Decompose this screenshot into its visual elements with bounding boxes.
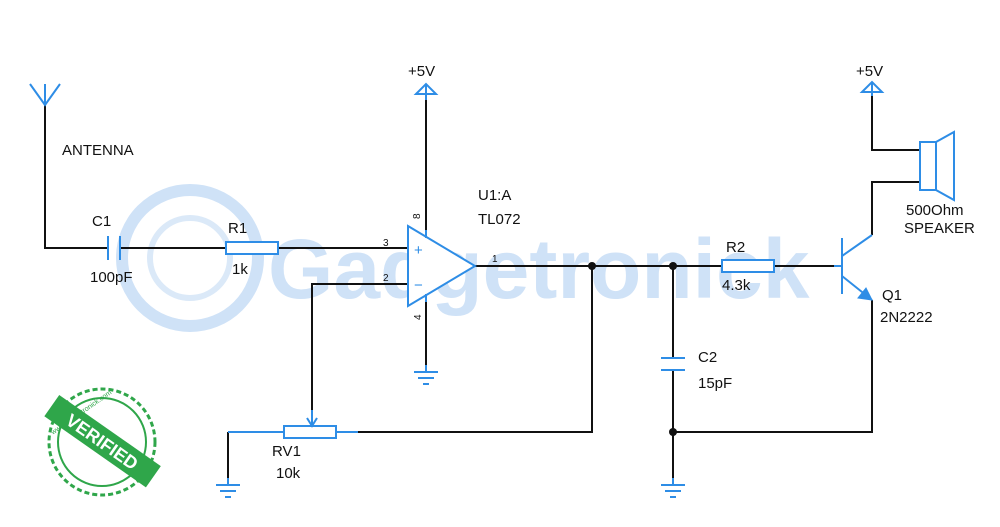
r1-ref: R1 bbox=[228, 220, 247, 237]
capacitor-c2: C2 15pF bbox=[661, 349, 732, 392]
ground-icon bbox=[414, 365, 438, 385]
ground-opamp bbox=[414, 365, 438, 385]
resistor-r2: R2 4.3k bbox=[721, 239, 775, 294]
capacitor-icon bbox=[107, 236, 121, 260]
junction-dot bbox=[588, 262, 596, 270]
supply-speaker: +5V bbox=[856, 63, 885, 96]
r2-value: 4.3k bbox=[722, 277, 751, 294]
c1-ref: C1 bbox=[92, 213, 111, 230]
r1-value: 1k bbox=[232, 261, 248, 278]
pin-1-label: 1 bbox=[492, 254, 498, 265]
ground-icon bbox=[216, 478, 240, 498]
ground-icon bbox=[661, 478, 685, 498]
junctions bbox=[588, 262, 677, 436]
antenna: ANTENNA bbox=[29, 83, 134, 159]
watermark-logo bbox=[116, 184, 264, 332]
wire-speaker-vcc bbox=[871, 96, 920, 151]
wiper-arrow-icon bbox=[306, 410, 318, 428]
watermark: Gadgetronick bbox=[116, 184, 810, 332]
potentiometer-icon bbox=[283, 425, 337, 439]
ground-rv1 bbox=[216, 478, 240, 498]
opamp-plus-sign: + bbox=[414, 242, 423, 259]
potentiometer-rv1: RV1 10k bbox=[228, 410, 358, 482]
antenna-label: ANTENNA bbox=[62, 142, 134, 159]
wire-speaker-collector bbox=[871, 181, 920, 235]
junction-dot bbox=[669, 262, 677, 270]
resistor-icon bbox=[225, 241, 279, 255]
pin-2-label: 2 bbox=[383, 273, 389, 284]
speaker-supply-label: +5V bbox=[856, 63, 883, 80]
c2-value: 15pF bbox=[698, 375, 732, 392]
antenna-icon bbox=[29, 83, 61, 107]
ground-c2 bbox=[661, 478, 685, 498]
opamp-u1a: + − 3 2 1 8 4 U1:A TL072 bbox=[383, 187, 521, 320]
speaker-icon bbox=[919, 141, 937, 191]
stamp-text: VERIFIED bbox=[62, 410, 141, 474]
c1-value: 100pF bbox=[90, 269, 133, 286]
capacitor-c1: C1 100pF bbox=[90, 213, 133, 286]
watermark-logo-inner bbox=[147, 215, 233, 301]
rv1-ref: RV1 bbox=[272, 443, 301, 460]
q1-value: 2N2222 bbox=[880, 309, 933, 326]
q1-ref: Q1 bbox=[882, 287, 902, 304]
u1-value: TL072 bbox=[478, 211, 521, 228]
junction-dot bbox=[669, 428, 677, 436]
pin-3-label: 3 bbox=[383, 238, 389, 249]
opamp-supply-label: +5V bbox=[408, 63, 435, 80]
wire-inverting-rv1 bbox=[311, 283, 408, 420]
speaker: 500Ohm SPEAKER bbox=[904, 130, 975, 237]
stamp-outer-ring bbox=[47, 387, 157, 497]
stamp-banner-bg bbox=[44, 394, 161, 488]
transistor-q1: Q1 2N2222 bbox=[834, 234, 933, 326]
watermark-text: Gadgetronick bbox=[268, 222, 810, 316]
verified-stamp: www.gadgetronick.com VERIFIED bbox=[44, 387, 161, 497]
emitter-arrow-icon bbox=[857, 287, 873, 301]
supply-arrow-icon bbox=[859, 80, 885, 96]
capacitor-icon bbox=[661, 357, 685, 371]
supply-arrow-icon bbox=[413, 82, 439, 100]
rv1-value: 10k bbox=[276, 465, 301, 482]
speaker-cone-icon bbox=[935, 130, 955, 202]
wires bbox=[44, 96, 920, 478]
wire-emitter-ground bbox=[673, 300, 873, 433]
r2-ref: R2 bbox=[726, 239, 745, 256]
wire-antenna-c1 bbox=[44, 105, 108, 249]
resistor-icon bbox=[721, 259, 775, 273]
resistor-r1: R1 1k bbox=[225, 220, 279, 278]
c2-ref: C2 bbox=[698, 349, 717, 366]
speaker-label: SPEAKER bbox=[904, 220, 975, 237]
wire-rv1-feedback bbox=[358, 266, 593, 433]
pin-4-label: 4 bbox=[413, 314, 424, 320]
pin-8-label: 8 bbox=[412, 213, 423, 219]
opamp-icon bbox=[407, 224, 477, 308]
opamp-minus-sign: − bbox=[414, 277, 423, 294]
stamp-inner-ring bbox=[57, 397, 147, 487]
speaker-value: 500Ohm bbox=[906, 202, 964, 219]
u1-ref: U1:A bbox=[478, 187, 511, 204]
supply-opamp: +5V bbox=[408, 63, 439, 100]
npn-transistor-icon bbox=[834, 234, 873, 301]
